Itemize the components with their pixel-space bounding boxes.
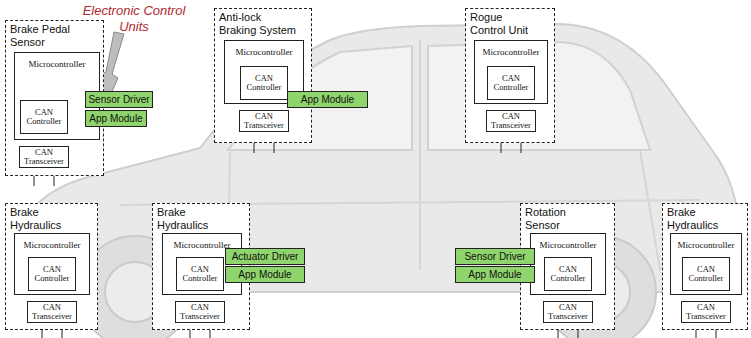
box-label: CAN Transceiver [21,148,67,166]
box-label: Microcontroller [236,46,293,58]
unit-title: Brake Hydraulics [6,204,70,231]
software-module: App Module [85,110,147,127]
can-box: CAN Transceiver [19,146,69,168]
control-unit: Anti-lock Braking SystemMicrocontrollerC… [214,8,312,143]
microcontroller-box: MicrocontrollerCAN Controller [474,40,548,104]
can-box: CAN Transceiver [486,110,536,132]
box-label: App Module [301,94,354,105]
box-label: Sensor Driver [464,251,525,262]
can-box: CAN Controller [682,257,730,291]
software-module: App Module [287,91,368,108]
software-module: Actuator Driver [225,248,305,265]
can-box: CAN Controller [544,257,592,291]
can-box: CAN Transceiver [681,301,731,323]
software-module: App Module [455,266,535,283]
box-label: Actuator Driver [232,251,299,262]
control-unit: Brake HydraulicsMicrocontrollerCAN Contr… [662,203,748,330]
box-label: Microcontroller [29,58,86,70]
can-box: CAN Transceiver [543,301,593,323]
box-label: CAN Controller [684,265,728,283]
control-unit: Rogue Control UnitMicrocontrollerCAN Con… [465,8,555,143]
unit-title: Rogue Control Unit [466,9,535,36]
figure-label: Electronic Control Units [78,3,190,34]
box-label: CAN Controller [489,74,533,92]
box-label: CAN Controller [242,74,286,92]
box-label: CAN Transceiver [683,303,729,321]
unit-title: Brake Hydraulics [153,204,217,231]
software-module: Sensor Driver [455,248,535,265]
software-module: Sensor Driver [85,91,153,108]
box-label: CAN Controller [546,265,590,283]
box-label: CAN Controller [30,265,74,283]
box-label: App Module [468,269,521,280]
box-label: CAN Controller [22,108,66,126]
box-label: Microcontroller [540,239,597,251]
software-module: App Module [225,266,305,283]
box-label: Microcontroller [678,239,735,251]
microcontroller-box: MicrocontrollerCAN Controller [14,233,90,295]
can-box: CAN Transceiver [27,301,77,323]
box-label: CAN Transceiver [545,303,591,321]
box-label: Microcontroller [24,239,81,251]
can-box: CAN Transceiver [175,301,225,323]
box-label: Sensor Driver [88,94,149,105]
box-label: Microcontroller [174,239,231,251]
can-box: CAN Transceiver [239,110,289,132]
can-box: CAN Controller [240,66,288,100]
box-label: CAN Transceiver [488,112,534,130]
unit-title: Rotation Sensor [521,204,585,231]
microcontroller-box: MicrocontrollerCAN Controller [530,233,606,295]
control-unit: Brake HydraulicsMicrocontrollerCAN Contr… [5,203,98,330]
can-box: CAN Controller [487,66,535,100]
unit-title: Anti-lock Braking System [215,9,301,36]
microcontroller-box: MicrocontrollerCAN Controller [670,233,742,295]
box-label: App Module [238,269,291,280]
can-box: CAN Controller [28,257,76,291]
unit-title: Brake Pedal Sensor [6,21,80,48]
box-label: App Module [89,113,142,124]
box-label: CAN Transceiver [177,303,223,321]
box-label: Microcontroller [483,46,540,58]
unit-title: Brake Hydraulics [663,204,727,231]
box-label: CAN Transceiver [29,303,75,321]
box-label: CAN Controller [178,265,222,283]
can-box: CAN Controller [176,257,224,291]
can-box: CAN Controller [20,100,68,134]
box-label: CAN Transceiver [241,112,287,130]
